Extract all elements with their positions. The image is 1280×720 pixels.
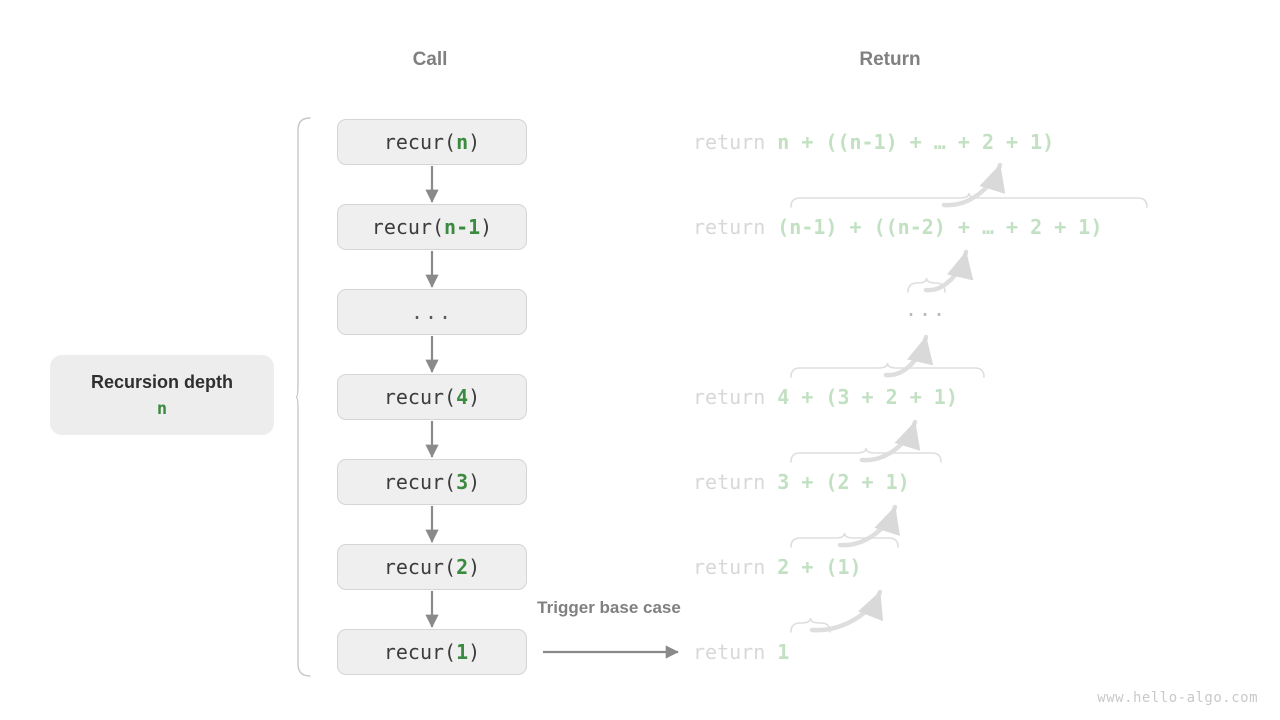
recursion-depth-title: Recursion depth <box>90 371 233 392</box>
recursion-depth-brace-group <box>295 117 311 677</box>
return-expression: 2 + (1) <box>777 555 862 579</box>
return-row-return-3: return 3 + (2 + 1) <box>693 467 910 497</box>
return-expression: 3 + (2 + 1) <box>777 470 910 494</box>
column-header-call: Call <box>412 49 448 70</box>
return-3-brace <box>790 447 942 463</box>
return-arrow-3 <box>883 334 934 378</box>
call-fn-name: recur( <box>371 215 445 239</box>
return-row-return-n-1: return (n-1) + ((n-2) + … + 2 + 1) <box>693 212 1102 242</box>
call-fn-argument: 3 <box>456 470 469 494</box>
call-box-ellipsis-text: ... <box>410 300 454 324</box>
return-expression: (n-1) + ((n-2) + … + 2 + 1) <box>777 215 1103 239</box>
call-fn-close-paren: ) <box>468 470 481 494</box>
return-row-return-4: return 4 + (3 + 2 + 1) <box>693 382 958 412</box>
return-1-brace <box>790 617 831 633</box>
return-dots-brace <box>907 277 946 293</box>
call-fn-close-paren: ) <box>468 130 481 154</box>
return-keyword: return <box>693 555 766 579</box>
return-arrow-5 <box>837 504 900 548</box>
call-fn-close-paren: ) <box>468 385 481 409</box>
call-fn-name: recur( <box>383 555 457 579</box>
call-box-recur-2: recur(2) <box>337 544 527 590</box>
return-keyword: return <box>693 470 766 494</box>
watermark: www.hello-algo.com <box>1097 690 1258 706</box>
return-row-return-dots: ... <box>904 297 948 321</box>
call-fn-argument: n-1 <box>444 215 481 239</box>
recursion-depth-box: Recursion depth n <box>50 355 274 435</box>
call-box-recur-dots: ... <box>337 289 527 335</box>
return-arrow-2 <box>923 249 974 293</box>
call-fn-argument: 1 <box>456 640 469 664</box>
call-fn-argument: 4 <box>456 385 469 409</box>
return-n-1-brace <box>790 192 1148 208</box>
return-arrow-1 <box>941 162 1006 208</box>
call-fn-argument: 2 <box>456 555 469 579</box>
call-fn-name: recur( <box>383 470 457 494</box>
return-row-return-2: return 2 + (1) <box>693 552 862 582</box>
return-expression: n + ((n-1) + … + 2 + 1) <box>777 130 1055 154</box>
return-keyword: return <box>693 130 766 154</box>
call-box-recur-1: recur(1) <box>337 629 527 675</box>
return-arrow-6 <box>809 589 884 633</box>
return-4-brace <box>790 362 985 378</box>
call-box-recur-n-1: recur(n-1) <box>337 204 527 250</box>
call-fn-name: recur( <box>383 640 457 664</box>
call-fn-close-paren: ) <box>468 555 481 579</box>
recursion-depth-value: n <box>156 398 168 419</box>
return-keyword: return <box>693 215 766 239</box>
return-2-brace <box>790 532 899 548</box>
recursion-depth-brace <box>295 117 311 677</box>
trigger-base-case-label: Trigger base case <box>537 598 681 617</box>
call-fn-argument: n <box>456 130 469 154</box>
call-fn-close-paren: ) <box>480 215 493 239</box>
return-arrow-4 <box>859 419 921 463</box>
call-box-recur-n: recur(n) <box>337 119 527 165</box>
return-expression: 1 <box>777 640 790 664</box>
call-fn-name: recur( <box>383 385 457 409</box>
return-row-return-n: return n + ((n-1) + … + 2 + 1) <box>693 127 1054 157</box>
column-header-return: Return <box>859 49 921 70</box>
return-row-return-1: return 1 <box>693 637 789 667</box>
return-keyword: return <box>693 385 766 409</box>
call-box-recur-4: recur(4) <box>337 374 527 420</box>
call-fn-close-paren: ) <box>468 640 481 664</box>
call-fn-name: recur( <box>383 130 457 154</box>
return-expression: 4 + (3 + 2 + 1) <box>777 385 958 409</box>
call-box-recur-3: recur(3) <box>337 459 527 505</box>
return-keyword: return <box>693 640 766 664</box>
